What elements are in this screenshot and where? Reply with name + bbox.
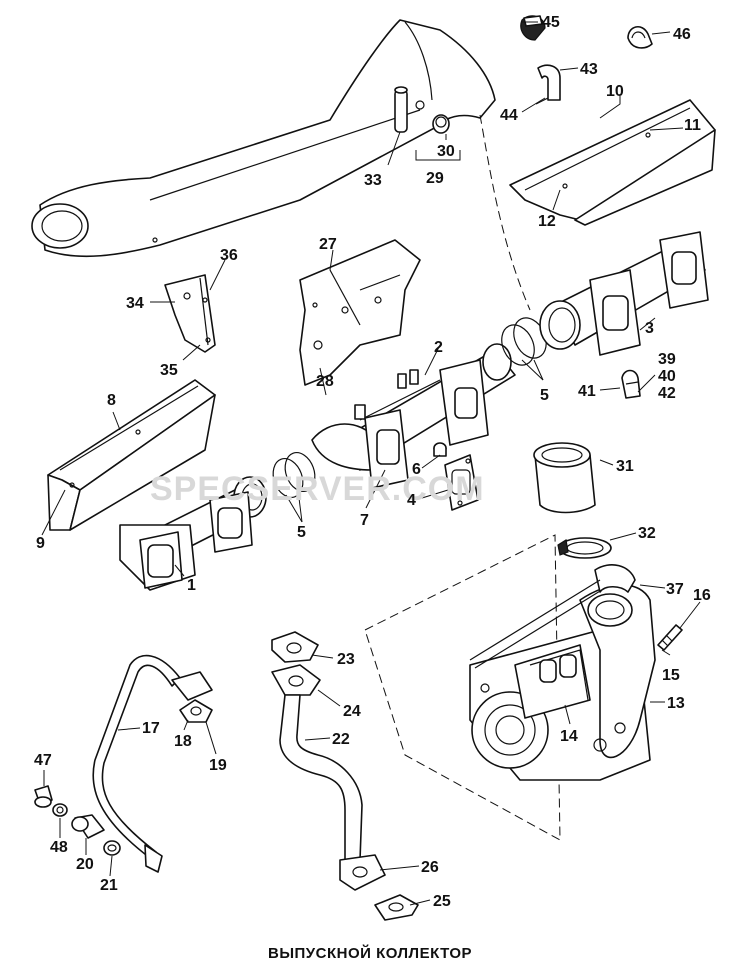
heat-shield-part-27: [299, 239, 421, 386]
callout-28: 28: [316, 373, 334, 390]
clamp-part-32: [557, 537, 612, 559]
sleeve-part-31: [533, 442, 596, 514]
manifold-section-part-3: [539, 231, 709, 356]
gasket-part-18: [179, 699, 213, 723]
oil-feed-pipe-part-17: [92, 654, 213, 873]
callout-23: 23: [337, 651, 355, 668]
callout-4: 4: [407, 492, 416, 509]
exhaust-pipe: [31, 19, 496, 258]
callout-10: 10: [606, 83, 624, 100]
callout-3: 3: [645, 320, 654, 337]
bolt-part-6: [433, 442, 447, 457]
callout-7: 7: [360, 512, 369, 529]
callout-6: 6: [412, 461, 421, 478]
leader-lines: [41, 21, 701, 906]
callout-labels: 45 46 43 44 10 11 12 30 29 33 27 36 34 3…: [34, 14, 711, 910]
watermark: SPECSERVER.COM: [150, 470, 485, 508]
callout-34: 34: [126, 295, 144, 312]
callout-21: 21: [100, 877, 118, 894]
callout-15: 15: [662, 667, 680, 684]
callout-43: 43: [580, 61, 598, 78]
callout-32: 32: [638, 525, 656, 542]
washer-part-21: [103, 840, 121, 856]
banjo-bolt-part-20: [71, 814, 105, 839]
callout-46: 46: [673, 26, 691, 43]
callout-1: 1: [187, 577, 196, 594]
callout-2: 2: [434, 339, 443, 356]
gasket-part-23: [271, 631, 319, 663]
callout-22: 22: [332, 731, 350, 748]
callout-25: 25: [433, 893, 451, 910]
callout-40: 40: [658, 368, 676, 385]
callout-31: 31: [616, 458, 634, 475]
callout-5-center: 5: [297, 524, 306, 541]
oil-pipe-part-22: [271, 664, 386, 891]
callout-47: 47: [34, 752, 52, 769]
callout-33: 33: [364, 172, 382, 189]
callout-44: 44: [500, 107, 518, 124]
callout-11: 11: [684, 117, 701, 134]
bracket-part-34: [164, 274, 216, 353]
callout-12: 12: [538, 213, 556, 230]
fitting-part-47: [34, 785, 53, 808]
diagram-caption: ВЫПУСКНОЙ КОЛЛЕКТОР: [268, 944, 472, 962]
callout-20: 20: [76, 856, 94, 873]
callout-48: 48: [50, 839, 68, 856]
plug-part-30: [432, 114, 450, 134]
callout-36: 36: [220, 247, 238, 264]
flange-part-7: [311, 409, 409, 489]
gasket-part-25: [374, 894, 419, 921]
callout-39: 39: [658, 351, 676, 368]
callout-16: 16: [693, 587, 711, 604]
gasket-part-4: [444, 454, 479, 511]
callout-13: 13: [667, 695, 685, 712]
manifold-section-part-1: [119, 476, 267, 591]
callout-19: 19: [209, 757, 227, 774]
turbocharger-part-13: [364, 534, 656, 841]
clamp-part-43: [535, 64, 561, 105]
stud-part-15: [657, 624, 683, 651]
seal-rings-part-5-center: [272, 452, 316, 498]
callout-35: 35: [160, 362, 178, 379]
callout-9: 9: [36, 535, 45, 552]
washer-part-48: [52, 803, 68, 817]
callout-5-right: 5: [540, 387, 549, 404]
clip-part-46: [627, 26, 653, 49]
callout-27: 27: [319, 236, 337, 253]
heat-shield-part-10: [509, 99, 716, 226]
callout-8: 8: [107, 392, 116, 409]
callout-14: 14: [560, 728, 578, 745]
heat-shield-part-8: [47, 379, 216, 531]
callout-45: 45: [542, 14, 560, 31]
callout-17: 17: [142, 720, 160, 737]
callout-37: 37: [666, 581, 684, 598]
callout-26: 26: [421, 859, 439, 876]
callout-24: 24: [343, 703, 361, 720]
callout-42: 42: [658, 385, 676, 402]
callout-41: 41: [578, 383, 596, 400]
clip-part-41: [621, 369, 641, 399]
callout-30: 30: [437, 143, 455, 160]
callout-18: 18: [174, 733, 192, 750]
callout-29: 29: [426, 170, 444, 187]
